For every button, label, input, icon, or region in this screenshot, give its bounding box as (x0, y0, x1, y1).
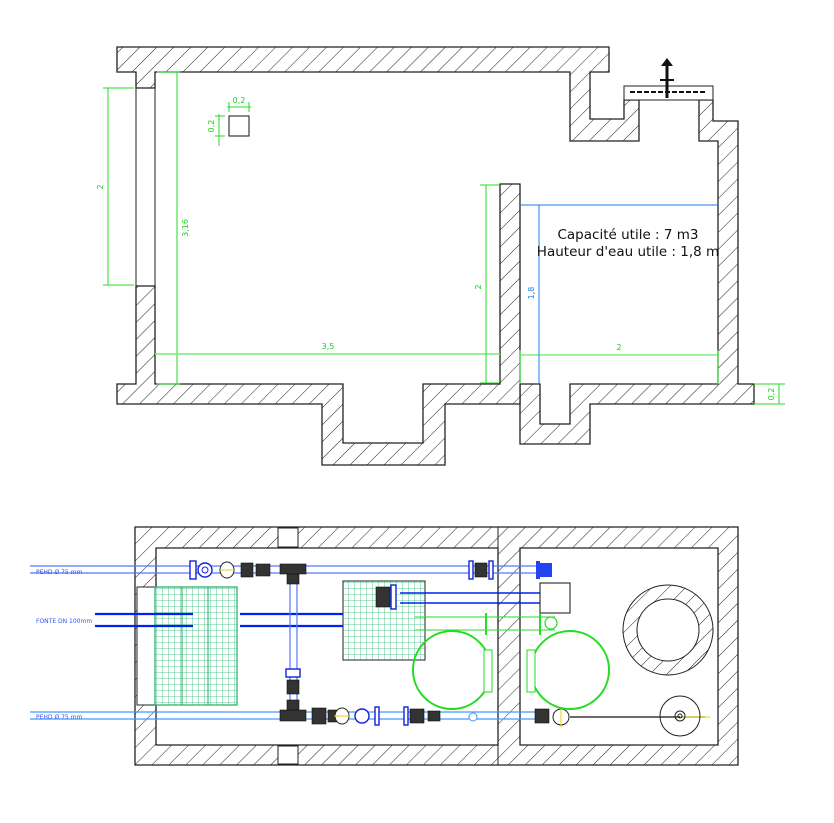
dim-label: 2 (616, 343, 621, 352)
valve-bottom-right[interactable] (534, 707, 570, 727)
tee-fitting-top (279, 563, 307, 585)
water-height-label: Hauteur d'eau utile : 1,8 m (537, 244, 719, 260)
dim-label: 3,5 (322, 342, 335, 351)
hatch-hinge (483, 649, 493, 693)
bottom-slab-and-partition (116, 183, 521, 466)
dim-label: 2 (96, 184, 105, 189)
dim-label: 2 (474, 284, 483, 289)
check-valve-bottom-icon (334, 707, 350, 725)
dim-label: 3,16 (181, 219, 190, 237)
dim-tank-length: 2 (519, 343, 719, 384)
valve-center[interactable] (375, 584, 397, 610)
overflow-pipe (415, 613, 558, 635)
access-hatch-left (412, 630, 492, 710)
equipment-box (539, 582, 571, 614)
dim-partition-height: 2 (474, 184, 499, 384)
section-view: 0,2 0,2 2 3,16 3,5 2 2 0,2 (96, 46, 785, 466)
dim-label: 1,8 (527, 287, 536, 300)
water-meter-icon (197, 562, 213, 578)
right-wall (519, 99, 755, 445)
check-valve-icon (219, 561, 235, 579)
lifting-arrow-icon (660, 58, 674, 98)
pipe-marker (468, 712, 478, 722)
plan-view: PEHD Ø 75 mm FONTE DN 100mm PEHD Ø 75 mm (30, 526, 739, 766)
access-hatch-right (530, 630, 610, 710)
top-slab (116, 46, 640, 142)
dim-water-height: 1,8 (527, 205, 540, 383)
dim-chamber-length: 3,5 (155, 342, 500, 355)
coupling-bottom (311, 707, 339, 725)
dim-label: 0,2 (767, 388, 776, 401)
pipe-top-label: PEHD Ø 75 mm (36, 569, 82, 576)
hatch-hinge (526, 649, 536, 693)
end-cap-icon (536, 561, 552, 579)
pipe-fonte (95, 612, 343, 628)
pipe-to-box (400, 592, 540, 604)
dim-label: 0,2 (207, 120, 216, 133)
valve-vertical[interactable] (285, 668, 301, 695)
coupling-icon (240, 562, 271, 578)
dim-interior-height: 3,16 (157, 71, 190, 385)
tee-fitting-bottom (279, 699, 307, 722)
float-valve-icon (659, 695, 701, 737)
pipe-bottom-label: PEHD Ø 75 mm (36, 714, 82, 721)
wall-joint-top (277, 527, 299, 548)
wall-joint-bottom (277, 745, 299, 765)
dim-opening-height: 2 (96, 87, 134, 286)
vent-opening (228, 115, 250, 137)
pipe-middle-label: FONTE DN 100mm (36, 618, 92, 625)
dim-vent-height: 0,2 (207, 114, 225, 146)
gate-valve-top[interactable] (189, 560, 197, 580)
manhole-ring (622, 584, 714, 676)
capacity-label: Capacité utile : 7 m3 (557, 227, 698, 243)
dim-label: 0,2 (233, 96, 246, 105)
valve-bottom-middle[interactable] (403, 706, 441, 726)
wall-opening (136, 586, 156, 706)
grating-left (154, 586, 238, 706)
valve-top-right[interactable] (468, 560, 494, 580)
water-meter-bottom-icon (354, 706, 380, 726)
dim-slab-thickness: 0,2 (754, 383, 785, 405)
dim-vent-width: 0,2 (227, 96, 251, 112)
